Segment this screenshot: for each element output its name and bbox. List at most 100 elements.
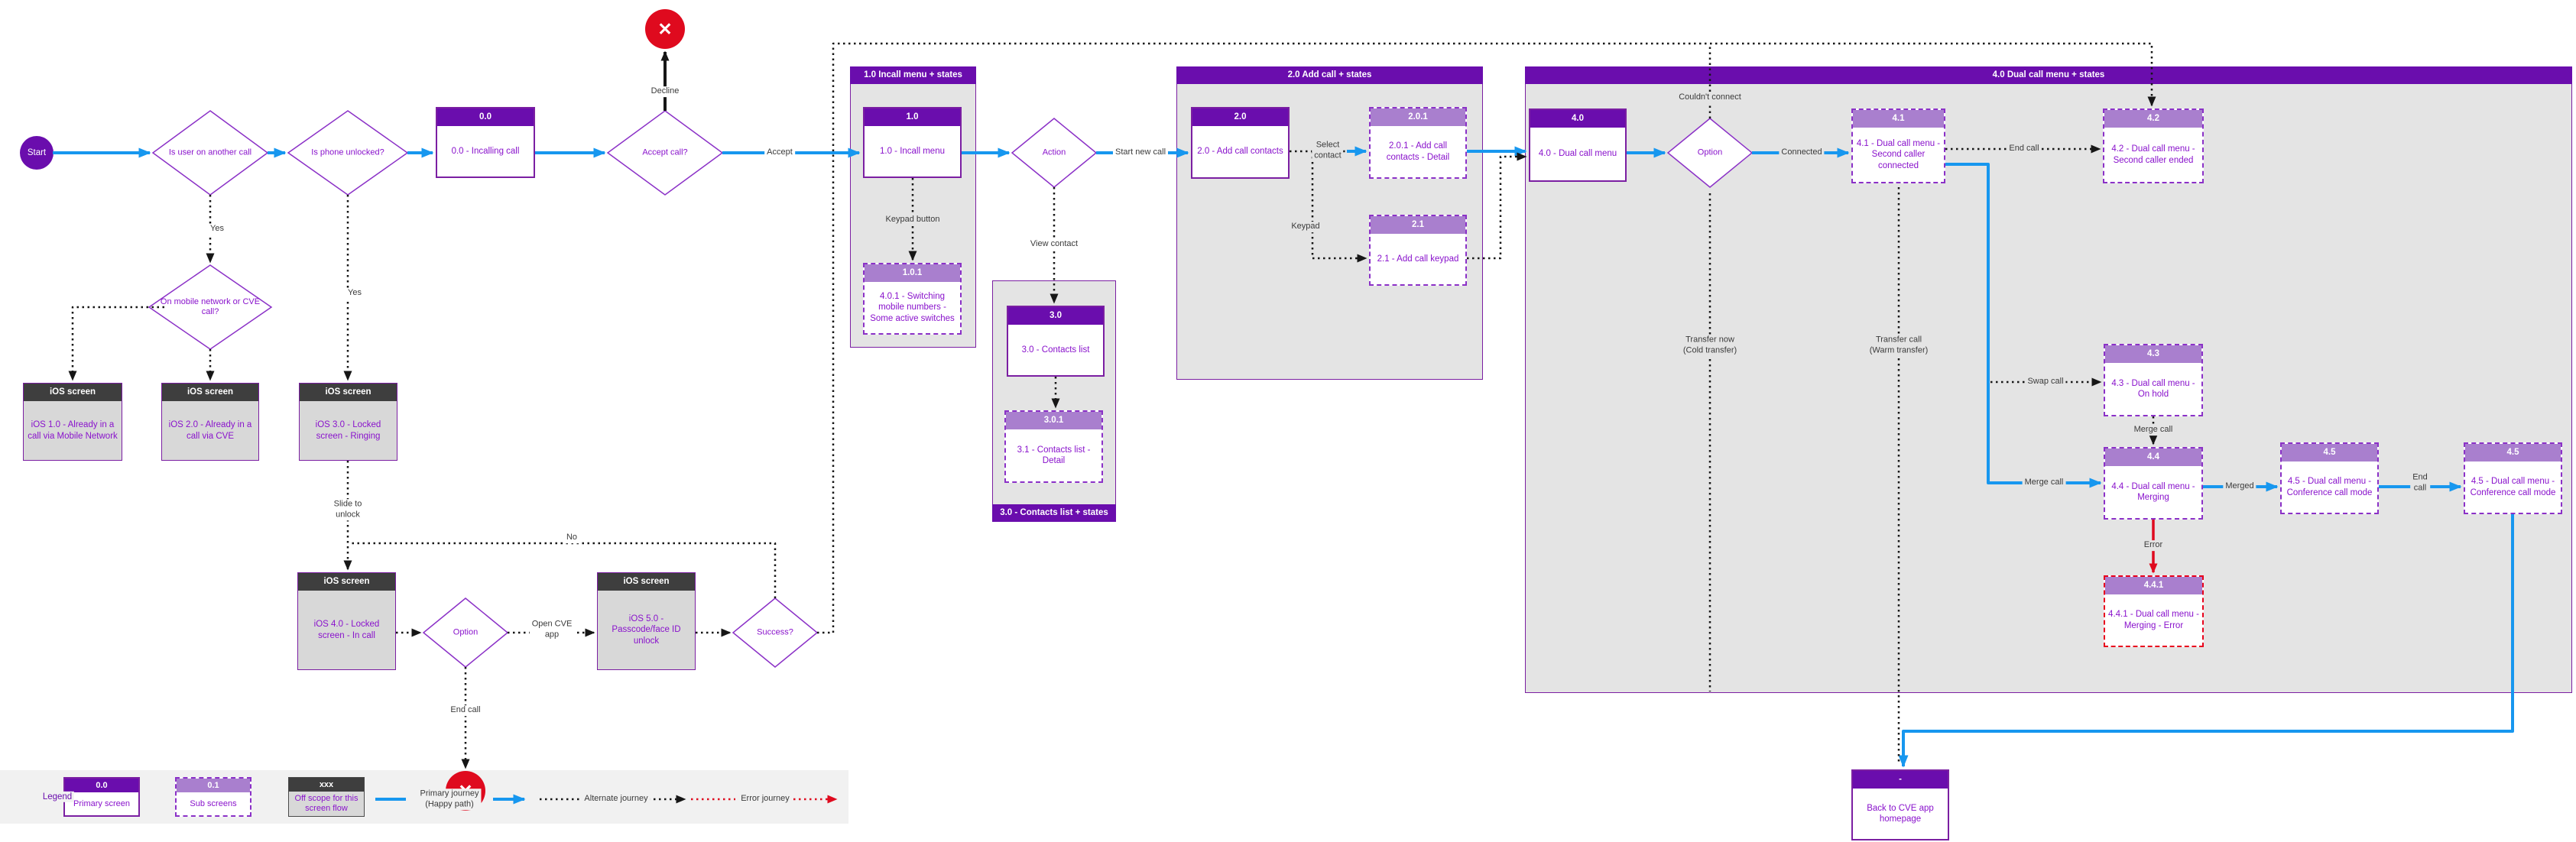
node-2-0-1-add-call-contacts-detail-header: 2.0.1 — [1371, 108, 1465, 126]
node-0-0-incalling-call-header: 0.0 — [437, 108, 534, 126]
edge-dash-17 — [68, 306, 164, 381]
node-4-2-second-caller-ended[interactable]: 4.2 4.2 - Dual call menu - Second caller … — [2103, 108, 2204, 183]
edge-label-primary-journey-happy-path: Primary journey (Happy path) — [417, 789, 482, 810]
start-terminal[interactable]: Start — [20, 136, 54, 170]
node-2-1-add-call-keypad-label: 2.1 - Add call keypad — [1377, 254, 1459, 264]
edge-label-view-contact: View contact — [1027, 239, 1081, 250]
node-1-0-1-switching-mobile-numbers-header: 1.0.1 — [865, 264, 960, 282]
edge-label-yes: Yes — [346, 288, 364, 299]
edge-label-start-new-call: Start new call — [1112, 147, 1169, 158]
node-1-0-1-switching-mobile-numbers[interactable]: 1.0.1 4.0.1 - Switching mobile numbers - … — [863, 263, 962, 335]
legend-box-primary-screen-header: 0.0 — [65, 779, 138, 792]
node-4-0-dual-call-menu-label: 4.0 - Dual call menu — [1538, 149, 1617, 159]
end-terminal-decline[interactable]: ✕ — [645, 9, 685, 49]
node-4-3-on-hold-label: 4.3 - Dual call menu - On hold — [2111, 378, 2195, 399]
node-ios-4-0-locked-screen-in-call-header: iOS screen — [298, 573, 395, 591]
node-2-0-1-add-call-contacts-detail[interactable]: 2.0.1 2.0.1 - Add call contacts - Detail — [1369, 107, 1467, 179]
edge-label-merge-call: Merge call — [2131, 425, 2175, 436]
edge-label-error-journey: Error journey — [738, 794, 792, 805]
edge-label-end-call: End call — [2007, 144, 2042, 154]
diamond-option-locked-label: Option — [453, 627, 479, 637]
node-4-5-conference-call-mode-b-label: 4.5 - Dual call menu - Conference call m… — [2470, 477, 2556, 497]
node-ios-1-0-already-in-call-mobile-network-label: iOS 1.0 - Already in a call via Mobile N… — [24, 401, 122, 460]
node-4-4-merging-header: 4.4 — [2105, 449, 2201, 466]
diamond-option-dual-call-label: Option — [1697, 147, 1723, 157]
edge-label-legend: Legend — [40, 791, 75, 803]
node-3-0-1-contacts-list-detail[interactable]: 3.0.1 3.1 - Contacts list - Detail — [1004, 410, 1103, 483]
edge-label-select-contact: Select contact — [1312, 140, 1344, 161]
legend-box-sub-screens-header: 0.1 — [177, 779, 250, 792]
close-icon: ✕ — [657, 18, 673, 39]
legend-box-off-scope-label: Off scope for this screen flow — [289, 792, 364, 816]
edge-label-merged: Merged — [2223, 481, 2256, 492]
node-4-3-on-hold-header: 4.3 — [2105, 345, 2201, 363]
node-2-0-add-call-contacts-header: 2.0 — [1192, 108, 1288, 126]
node-4-4-1-merging-error-label: 4.4.1 - Dual call menu - Merging - Error — [2108, 610, 2199, 630]
node-4-5-conference-call-mode-a-header: 4.5 — [2282, 444, 2377, 461]
node-4-5-conference-call-mode-a[interactable]: 4.5 4.5 - Dual call menu - Conference cal… — [2280, 442, 2379, 514]
edge-dash-21 — [350, 542, 777, 598]
edge-label-open-cve-app: Open CVE app — [529, 619, 575, 640]
node-2-0-1-add-call-contacts-detail-label: 2.0.1 - Add call contacts - Detail — [1386, 141, 1450, 162]
node-0-0-incalling-call[interactable]: 0.0 0.0 - Incalling call — [436, 107, 535, 178]
node-3-0-contacts-list-label: 3.0 - Contacts list — [1021, 345, 1090, 355]
edge-label-alternate-journey: Alternate journey — [582, 794, 650, 805]
node-4-1-second-caller-connected-label: 4.1 - Dual call menu - Second caller con… — [1856, 139, 1941, 170]
node-2-0-add-call-contacts[interactable]: 2.0 2.0 - Add call contacts — [1191, 107, 1290, 179]
legend-box-primary-screen-label: Primary screen — [73, 798, 130, 808]
edge-label-decline: Decline — [648, 86, 682, 97]
node-3-0-1-contacts-list-detail-label: 3.1 - Contacts list - Detail — [1017, 445, 1091, 465]
group-4-0-dual-call-menu-title: 4.0 Dual call menu + states — [1525, 66, 2572, 84]
node-ios-3-0-locked-screen-ringing-label: iOS 3.0 - Locked screen - Ringing — [300, 401, 397, 460]
edge-label-merge-call: Merge call — [2022, 478, 2066, 488]
node-back-to-cve-app-homepage-label: Back to CVE app homepage — [1867, 803, 1934, 824]
node-2-0-add-call-contacts-label: 2.0 - Add call contacts — [1197, 147, 1283, 157]
edge-label-yes: Yes — [208, 224, 226, 235]
node-4-0-dual-call-menu[interactable]: 4.0 4.0 - Dual call menu — [1529, 108, 1627, 182]
node-4-0-dual-call-menu-header: 4.0 — [1530, 110, 1625, 128]
node-4-2-second-caller-ended-header: 4.2 — [2104, 110, 2202, 128]
edge-label-couldn-t-connect: Couldn't connect — [1676, 92, 1744, 103]
node-ios-3-0-locked-screen-ringing-header: iOS screen — [300, 384, 397, 401]
diamond-on-mobile-network-or-cve-call-label: On mobile network or CVE call? — [160, 296, 261, 316]
node-4-2-second-caller-ended-label: 4.2 - Dual call menu - Second caller end… — [2111, 144, 2195, 165]
group-1-0-incall-menu-title: 1.0 Incall menu + states — [850, 66, 976, 84]
diamond-is-user-on-another-call-label: Is user on another call — [168, 147, 252, 157]
node-0-0-incalling-call-label: 0.0 - Incalling call — [451, 146, 520, 156]
edge-label-swap-call: Swap call — [2025, 377, 2066, 387]
node-ios-5-0-passcode-face-id-unlock-header: iOS screen — [598, 573, 695, 591]
node-4-5-conference-call-mode-a-label: 4.5 - Dual call menu - Conference call m… — [2286, 477, 2373, 497]
node-1-0-incall-menu-header: 1.0 — [865, 108, 960, 126]
node-4-4-merging[interactable]: 4.4 4.4 - Dual call menu - Merging — [2104, 447, 2203, 520]
node-ios-2-0-already-in-call-cve-header: iOS screen — [162, 384, 258, 401]
node-ios-4-0-locked-screen-in-call-label: iOS 4.0 - Locked screen - In call — [298, 591, 395, 669]
edge-label-transfer-call-warm-transfer: Transfer call (Warm transfer) — [1867, 335, 1931, 356]
edge-label-accept: Accept — [764, 147, 795, 158]
node-3-0-1-contacts-list-detail-header: 3.0.1 — [1006, 412, 1101, 429]
edge-label-end-call: End call — [448, 705, 483, 716]
group-2-0-add-call-title: 2.0 Add call + states — [1176, 66, 1483, 84]
edge-label-no: No — [563, 533, 580, 543]
node-4-3-on-hold[interactable]: 4.3 4.3 - Dual call menu - On hold — [2104, 344, 2203, 416]
edge-label-keypad: Keypad — [1289, 222, 1322, 232]
node-back-to-cve-app-homepage[interactable]: -Back to CVE app homepage — [1851, 769, 1949, 840]
diamond-action-label: Action — [1042, 147, 1066, 157]
node-ios-5-0-passcode-face-id-unlock-label: iOS 5.0 - Passcode/face ID unlock — [598, 591, 695, 669]
node-1-0-1-switching-mobile-numbers-label: 4.0.1 - Switching mobile numbers - Some … — [870, 292, 955, 323]
edge-label-end-call: End call — [2410, 472, 2430, 494]
node-4-4-merging-label: 4.4 - Dual call menu - Merging — [2111, 481, 2195, 502]
edge-label-transfer-now-cold-transfer: Transfer now (Cold transfer) — [1680, 335, 1740, 356]
